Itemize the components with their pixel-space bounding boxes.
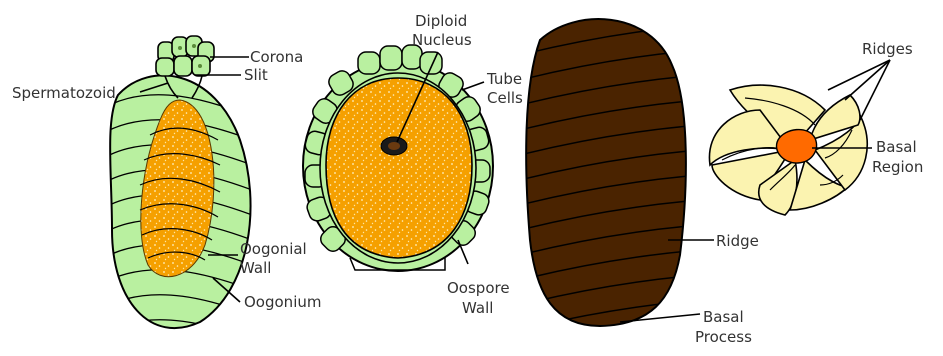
oospore-ts-figure: Ridges Basal Region	[709, 40, 923, 215]
label-ridges: Ridges	[862, 40, 913, 58]
oospore-content	[326, 78, 472, 258]
corona	[156, 36, 214, 76]
label-slit: Slit	[244, 66, 268, 84]
label-ridge: Ridge	[716, 232, 759, 250]
label-oospore-line2: Wall	[462, 299, 493, 317]
label-basal-region-line1: Basal	[876, 138, 917, 156]
label-basal-process-line2: Process	[695, 328, 752, 346]
label-corona: Corona	[250, 48, 303, 66]
oogonium-figure: Corona Slit Spermatozoid Oogonial Wall O…	[12, 36, 321, 345]
label-diploid-line2: Nucleus	[412, 31, 472, 49]
label-spermatozoid: Spermatozoid	[12, 84, 116, 102]
label-oospore-line1: Oospore	[447, 279, 510, 297]
basal-region	[776, 130, 816, 164]
label-tube-line2: Cells	[487, 89, 523, 107]
oospore-section-figure: Diploid Nucleus Tube Cells Oospore Wall	[303, 12, 523, 317]
label-basal-process-line1: Basal	[703, 308, 744, 326]
label-tube-line1: Tube	[486, 70, 522, 88]
label-diploid-line1: Diploid	[415, 12, 467, 30]
label-oogonial-wall-line2: Wall	[240, 259, 271, 277]
label-basal-region-line2: Region	[872, 158, 923, 176]
label-oogonial-wall-line1: Oogonial	[240, 240, 307, 258]
label-oogonium: Oogonium	[244, 293, 321, 311]
